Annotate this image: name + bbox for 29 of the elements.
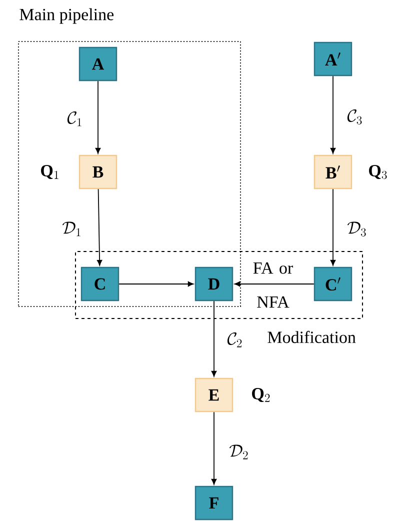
arrow xyxy=(330,188,336,266)
process-box: $\mathbf{B'}$ xyxy=(314,154,352,190)
edge-label: $\mathcal{D}_3$ xyxy=(348,222,366,236)
process-box: $\mathbf{A'}$ xyxy=(314,42,352,76)
arrow xyxy=(96,188,102,266)
edge-label: $\mathcal{D}_1$ xyxy=(62,222,80,236)
arrow xyxy=(234,281,314,287)
process-box: $\mathbf{F}$ xyxy=(194,486,234,520)
edge-label: $\mathcal{C}_2$ xyxy=(227,332,242,348)
edge-label: FA or NFA xyxy=(253,262,293,308)
process-box: $\mathbf{D}$ xyxy=(194,266,234,302)
arrow xyxy=(330,76,336,154)
process-box: $\mathbf{B}$ xyxy=(78,154,118,190)
process-box: $\mathbf{E}$ xyxy=(194,378,234,412)
arrow xyxy=(211,412,217,485)
group-heading: Main pipeline xyxy=(20,8,114,24)
arrow xyxy=(95,80,101,154)
process-box: $\mathbf{A}$ xyxy=(78,46,118,82)
edge-label: $\mathcal{C}_3$ xyxy=(347,109,362,124)
node-annotation: $\mathbf{Q}_3$ xyxy=(369,165,387,180)
process-box: $\mathbf{C}$ xyxy=(80,266,120,302)
arrow xyxy=(211,300,217,377)
node-annotation: $\mathbf{Q}_2$ xyxy=(252,388,270,402)
node-annotation: $\mathbf{Q}_1$ xyxy=(41,165,58,180)
edge-label: $\mathcal{C}_1$ xyxy=(67,111,82,126)
group-heading: Modification xyxy=(268,330,356,344)
process-box: $\mathbf{C'}$ xyxy=(314,266,352,302)
arrow xyxy=(118,281,194,287)
edge-label: $\mathcal{D}_2$ xyxy=(230,444,248,460)
